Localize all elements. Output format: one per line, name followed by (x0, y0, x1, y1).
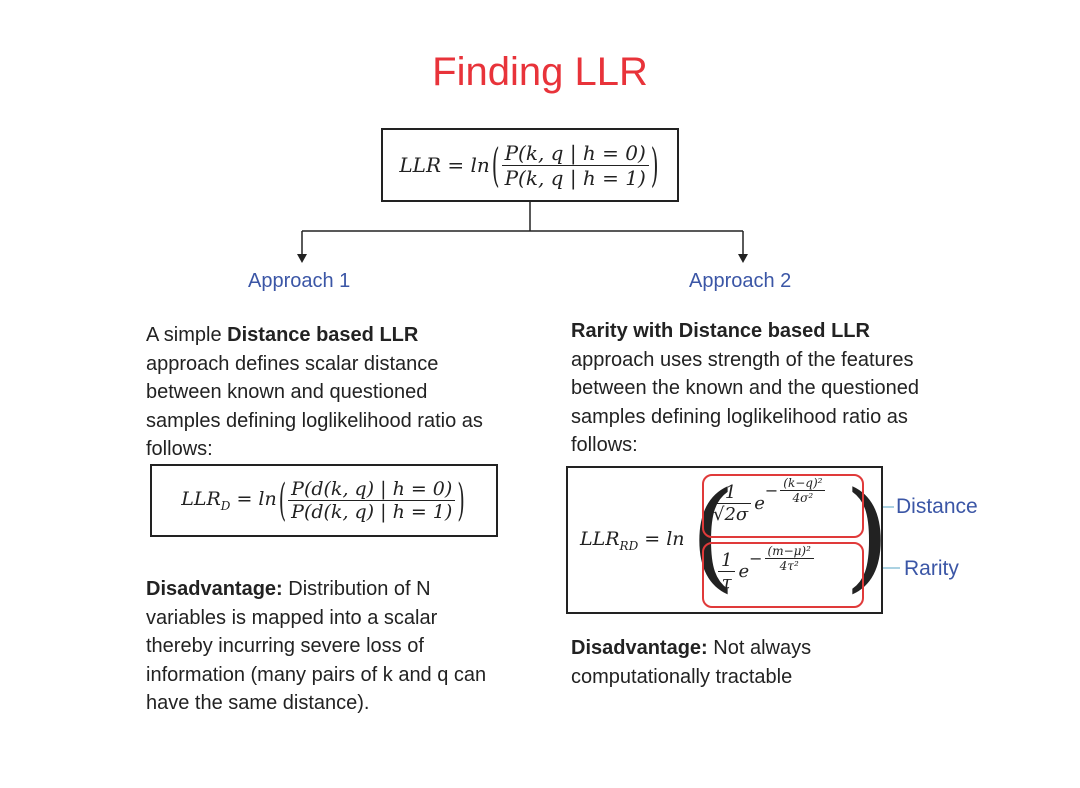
rarity-term-highlight (702, 542, 864, 608)
approach-1-disadvantage: Disadvantage: Distribution of N variable… (146, 578, 487, 715)
main-equation-numerator: P(k, q | h = 0) (504, 140, 646, 165)
approach-2-heading: Approach 2 (689, 270, 792, 292)
main-equation-lhs: LLR = ln (399, 153, 490, 177)
rarity-callout: Rarity (904, 557, 959, 580)
approach-2-description: Rarity with Distance based LLR approach … (571, 320, 920, 457)
page-title: Finding LLR (432, 50, 648, 94)
main-equation-box: LLR = ln ( P(k, q | h = 0) P(k, q | h = … (381, 128, 679, 202)
approach-2-equation-box: LLRRD = ln ( ) 1 √2σ e − (k−q)² 4σ² 1 τ … (566, 466, 890, 614)
main-equation-fraction: P(k, q | h = 0) P(k, q | h = 1) (501, 140, 649, 190)
distance-callout: Distance (896, 495, 978, 518)
approach-1-heading: Approach 1 (248, 270, 351, 292)
approach-1-equation-fraction: P(d(k, q) | h = 0) P(d(k, q) | h = 1) (288, 478, 456, 523)
rarity-term: 1 τ e − (m−μ)² 4τ² (718, 544, 814, 593)
approach-1-method-name: Distance based LLR (227, 324, 419, 346)
approach-1-description: A simple Distance based LLR approach def… (146, 324, 483, 461)
approach-2-method-name: Rarity with Distance based LLR (571, 320, 870, 342)
approach-2-disadvantage: Disadvantage: Not always computationally… (571, 637, 812, 688)
distance-term-highlight (702, 474, 864, 538)
main-equation-denominator: P(k, q | h = 1) (504, 165, 646, 190)
distance-term: 1 √2σ e − (k−q)² 4σ² (710, 476, 826, 525)
approach-1-equation-box: LLRD = ln ( P(d(k, q) | h = 0) P(d(k, q)… (150, 464, 498, 537)
